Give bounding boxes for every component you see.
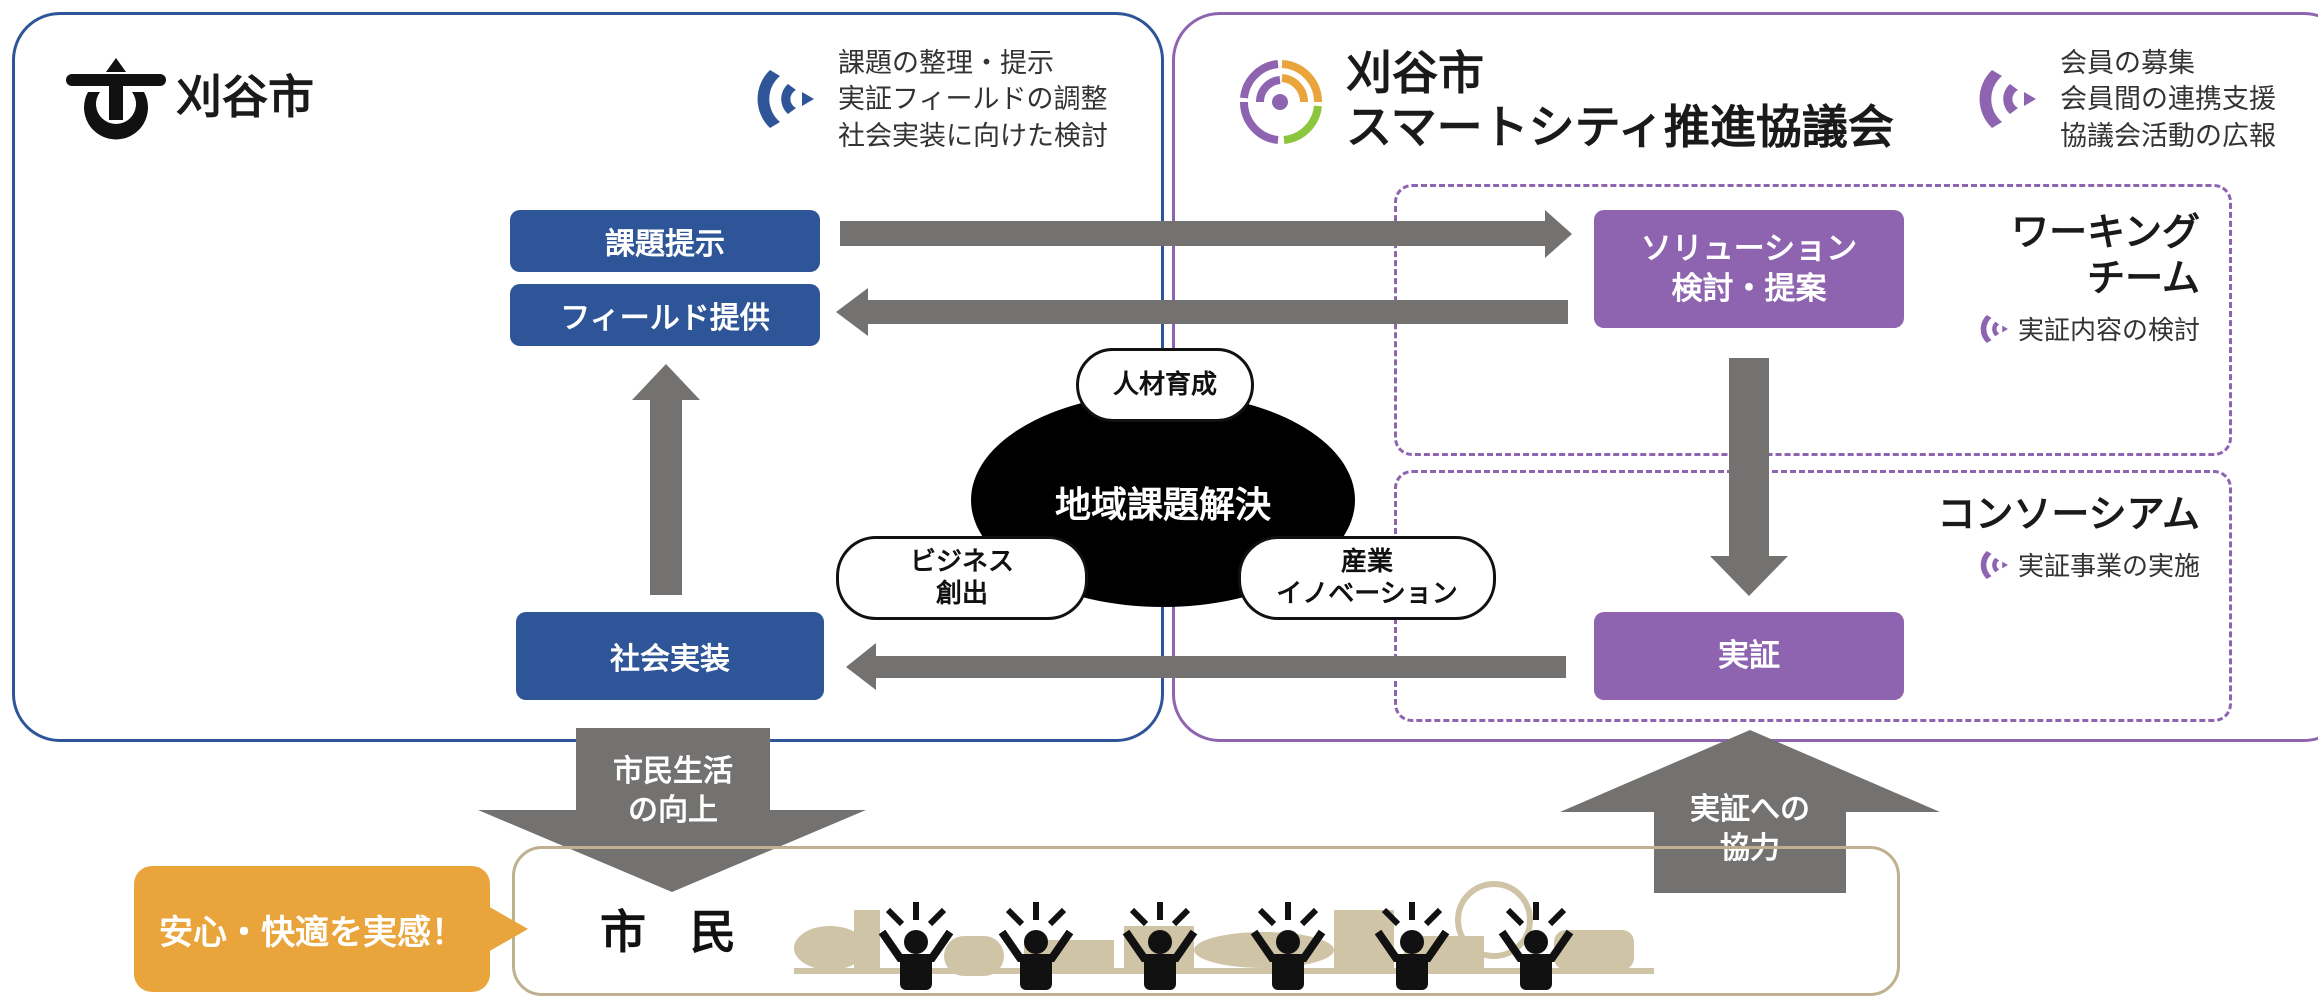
consortium-note-text: 実証事業の実施	[2017, 552, 2200, 582]
arrow-demo-to-implementation	[846, 643, 1566, 690]
solution-proposal-box: ソリューション 検討・提案	[1594, 210, 1904, 328]
working-group-note-text: 実証内容の検討	[2017, 316, 2200, 346]
working-group-title-line1: ワーキング	[2011, 210, 2200, 254]
person-cheering-icon	[1254, 902, 1322, 990]
signal-icon	[1980, 550, 2009, 579]
kariya-city-emblem-icon	[66, 58, 166, 140]
arrow-city-to-citizens	[478, 728, 866, 892]
arrow-citizens-to-council	[1560, 730, 1940, 893]
council-name-line2: スマートシティ推進協議会	[1346, 100, 1894, 155]
reassurance-callout: 安心・快適を実感！	[134, 866, 490, 992]
council-name: 刈谷市 スマートシティ推進協議会	[1346, 46, 1894, 155]
city-roles: 課題の整理・提示 実証フィールドの調整 社会実装に向けた検討	[838, 46, 1108, 155]
person-cheering-icon	[882, 902, 950, 990]
arrow-implementation-to-field	[632, 364, 700, 595]
citizen-life-improvement-label: 市民生活 の向上	[576, 752, 770, 830]
business-line1: ビジネス	[909, 546, 1014, 577]
signal-icon	[1980, 314, 2009, 343]
council-role: 協議会活動の広報	[2060, 120, 2276, 152]
down-arrow-line1: 市民生活	[613, 754, 733, 789]
council-roles: 会員の募集 会員間の連携支援 協議会活動の広報	[2060, 46, 2276, 155]
business-line2: 創出	[935, 579, 988, 609]
working-group-title-line2: チーム	[2087, 255, 2200, 300]
business-creation-pill: ビジネス 創出	[836, 536, 1088, 620]
working-group-title: ワーキング チーム	[2011, 210, 2200, 301]
consortium-note: 実証事業の実施	[1976, 546, 2200, 583]
council-name-line1: 刈谷市	[1346, 46, 1484, 100]
council-role: 会員間の連携支援	[2060, 84, 2276, 116]
city-role: 社会実装に向けた検討	[838, 120, 1108, 152]
up-arrow-line1: 実証への	[1690, 792, 1810, 827]
person-cheering-icon	[1502, 902, 1570, 990]
city-role: 課題の整理・提示	[838, 48, 1054, 79]
arrow-issue-to-solution	[840, 210, 1572, 258]
city-name: 刈谷市	[176, 70, 314, 124]
arrow-solution-to-demo	[1710, 358, 1788, 596]
cheering-people	[860, 888, 1620, 994]
issue-presentation-box: 課題提示	[510, 210, 820, 272]
council-logo-icon	[1239, 60, 1323, 144]
working-group-note: 実証内容の検討	[1976, 310, 2200, 347]
social-implementation-box: 社会実装	[516, 612, 824, 700]
human-resource-pill: 人材育成	[1076, 348, 1254, 422]
signal-icon	[757, 70, 814, 128]
field-provision-box: フィールド提供	[510, 284, 820, 346]
citizens-label: 市 民	[600, 905, 751, 959]
demonstration-box: 実証	[1594, 612, 1904, 700]
industry-line2: イノベーション	[1276, 579, 1458, 609]
city-role: 実証フィールドの調整	[838, 84, 1108, 116]
person-cheering-icon	[1378, 902, 1446, 990]
person-cheering-icon	[1002, 902, 1070, 990]
solution-line1: ソリューション	[1640, 230, 1858, 267]
industry-innovation-pill: 産業 イノベーション	[1238, 536, 1496, 620]
person-cheering-icon	[1126, 902, 1194, 990]
consortium-title: コンソーシアム	[1937, 492, 2200, 536]
callout-pointer	[488, 906, 528, 952]
industry-line1: 産業	[1340, 546, 1393, 577]
regional-issue-solution: 地域課題解決	[1054, 485, 1271, 526]
down-arrow-line2: の向上	[628, 793, 718, 828]
solution-line2: 検討・提案	[1671, 271, 1827, 307]
signal-icon	[1979, 70, 2036, 128]
council-role: 会員の募集	[2060, 48, 2195, 79]
arrow-solution-to-field	[836, 288, 1568, 336]
